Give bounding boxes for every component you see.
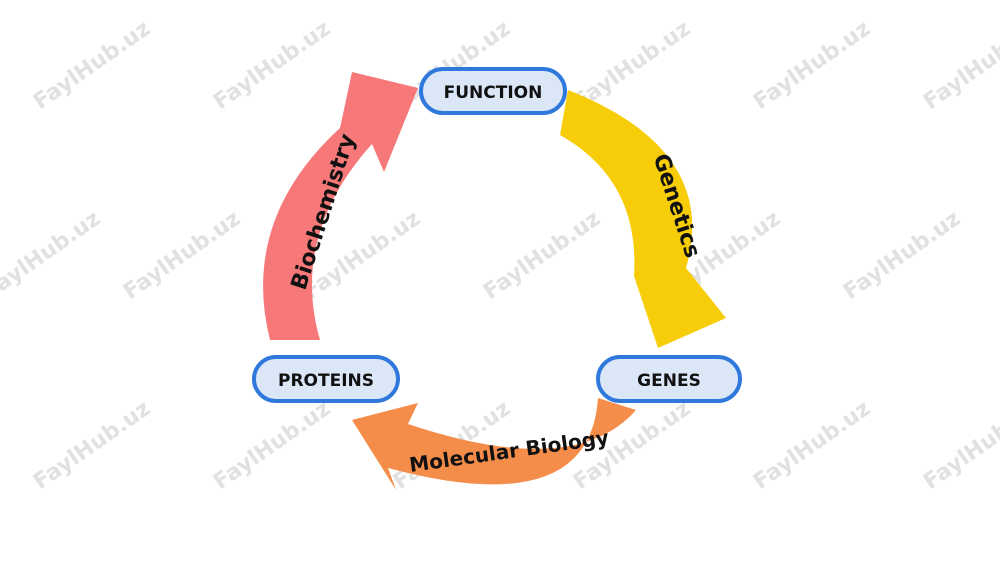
watermark-text: FaylHub.uz	[919, 396, 1000, 495]
node-function-label: FUNCTION	[444, 83, 543, 103]
node-proteins: PROTEINS	[252, 355, 400, 403]
watermark-text: FaylHub.uz	[919, 16, 1000, 115]
molecular-biology-arrow	[352, 398, 636, 490]
biochemistry-arrow	[263, 72, 418, 340]
watermark-text: FaylHub.uz	[119, 206, 245, 305]
node-function: FUNCTION	[419, 67, 567, 115]
watermark-text: FaylHub.uz	[749, 16, 875, 115]
watermark-text: FaylHub.uz	[29, 396, 155, 495]
watermark-text: FaylHub.uz	[209, 16, 335, 115]
watermark-text: FaylHub.uz	[749, 396, 875, 495]
watermark-text: FaylHub.uz	[839, 206, 965, 305]
node-proteins-label: PROTEINS	[278, 371, 374, 391]
node-genes: GENES	[596, 355, 742, 403]
watermark-text: FaylHub.uz	[479, 206, 605, 305]
watermark-text: FaylHub.uz	[0, 206, 105, 305]
genetics-arrow	[560, 90, 726, 348]
node-genes-label: GENES	[637, 371, 701, 391]
watermark-text: FaylHub.uz	[209, 396, 335, 495]
watermark-text: FaylHub.uz	[29, 16, 155, 115]
